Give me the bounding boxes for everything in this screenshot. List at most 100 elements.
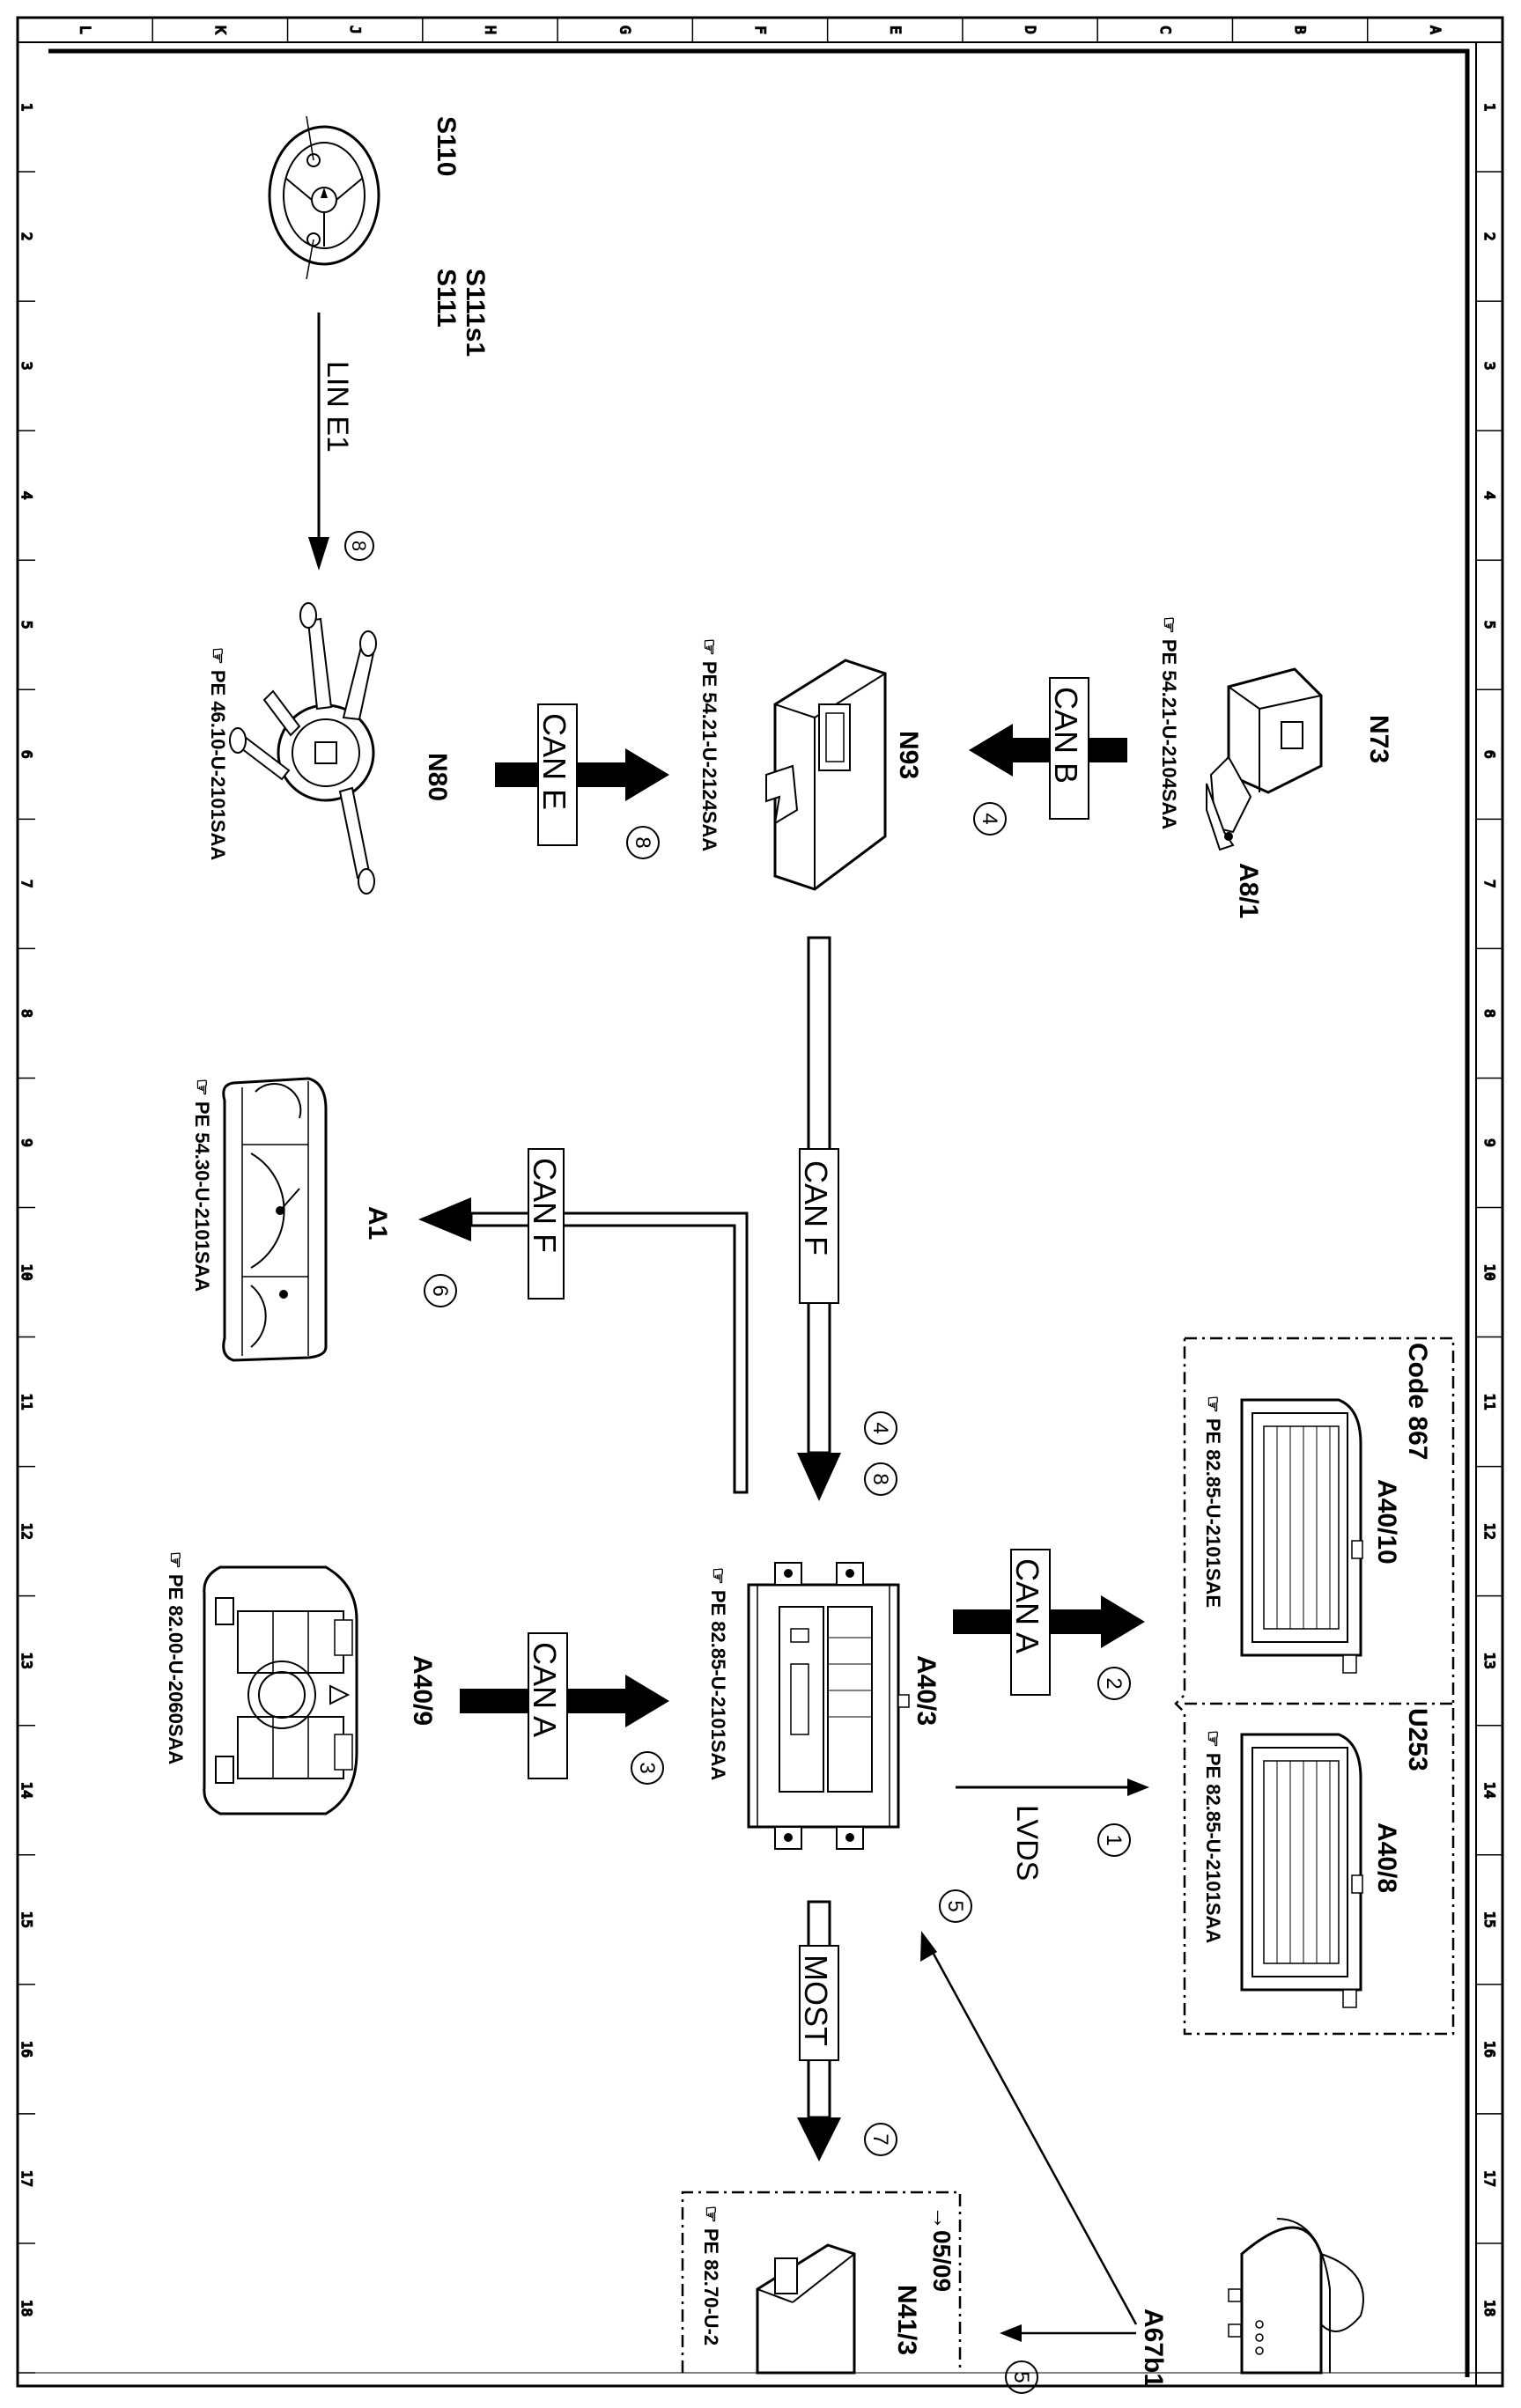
row-label: 6 [18, 750, 35, 759]
row-label: 6 [1481, 750, 1498, 759]
n93-reference: ☞ PE 54.21-U-2124SAA [698, 638, 720, 851]
row-label: 15 [1481, 1911, 1498, 1928]
marker-8 [344, 531, 374, 561]
row-label: 1 [1481, 103, 1498, 112]
row-label: 7 [1481, 880, 1498, 888]
can-a-a40-9-connection: CAN A 3 [460, 1632, 669, 1785]
svg-text:8: 8 [631, 836, 654, 848]
row-label: 14 [18, 1782, 35, 1799]
label-n80: N80 [423, 753, 452, 801]
can-f-main-connection: CAN F 4 8 [797, 936, 897, 1501]
row-label: 4 [18, 491, 35, 500]
label-a8-1: A8/1 [1234, 863, 1263, 918]
row-label: 3 [1481, 362, 1498, 371]
can-e-connection: CAN E 8 [495, 703, 669, 859]
a67b1-component [1228, 2218, 1364, 2375]
row-label: 7 [18, 880, 35, 888]
n80-reference: ☞ PE 46.10-U-2101SAA [207, 647, 229, 860]
a40-9-reference: ☞ PE 82.00-U-2060SAA [165, 1551, 187, 1764]
row-label: 11 [1481, 1393, 1498, 1410]
n73-component [1206, 667, 1323, 851]
svg-text:1: 1 [1102, 1834, 1126, 1845]
row-label: 12 [18, 1523, 35, 1540]
row-label: 17 [18, 2170, 35, 2187]
row-label: 8 [1481, 1009, 1498, 1018]
a40-10-display [1240, 1398, 1363, 1674]
svg-text:8: 8 [348, 541, 370, 551]
svg-text:5: 5 [943, 1900, 967, 1911]
column-label: G [617, 26, 634, 34]
marker-8 [864, 1462, 897, 1496]
column-label: K [212, 26, 229, 34]
a40-3-reference: ☞ PE 82.85-U-2101SAA [707, 1567, 729, 1780]
row-label: 9 [18, 1138, 35, 1147]
a1-reference: ☞ PE 54.30-U-2101SAA [191, 1079, 213, 1292]
n73-reference: ☞ PE 54.21-U-2104SAA [1158, 616, 1180, 829]
label-can-b: CAN B [1048, 687, 1084, 784]
a40-8-reference: ☞ PE 82.85-U-2101SAA [1202, 1730, 1224, 1943]
n41-3-reference: ☞ PE 82.70-U-2 [700, 2205, 722, 2345]
label-a67b1: A67b1 [1139, 2309, 1168, 2388]
label-most: MOST [798, 1955, 834, 2046]
steering-wheel-component [268, 115, 380, 280]
column-label: J [347, 26, 364, 34]
row-label: 16 [1481, 2041, 1498, 2058]
lin-e1-connection: LIN E1 8 [308, 313, 374, 571]
most-connection: MOST 7 [797, 1900, 897, 2161]
label-n93: N93 [894, 731, 923, 779]
row-label: 16 [18, 2041, 35, 2058]
label-n73: N73 [1364, 715, 1393, 763]
link-05-09[interactable]: →05/09 [928, 2205, 956, 2292]
row-label: 11 [18, 1393, 35, 1410]
label-a40-9: A40/9 [408, 1655, 437, 1726]
a40-10-reference: ☞ PE 82.85-U-2101SAE [1202, 1395, 1224, 1608]
a40-3-component [747, 1562, 910, 1850]
column-label: D [1023, 26, 1039, 34]
column-label: A [1427, 26, 1443, 34]
row-label: 2 [18, 232, 35, 241]
marker-1 [1097, 1823, 1131, 1857]
ruler-frame [16, 16, 1504, 2388]
label-can-a-a40-10: CAN A [1009, 1558, 1045, 1653]
column-label: C [1157, 26, 1174, 34]
row-label: 1 [18, 103, 35, 112]
column-label: E [887, 26, 904, 34]
row-label: 9 [1481, 1138, 1498, 1147]
column-label: B [1292, 26, 1309, 34]
row-label: 18 [18, 2300, 35, 2316]
marker-3 [631, 1751, 664, 1785]
svg-text:6: 6 [428, 1285, 452, 1296]
label-can-e: CAN E [536, 713, 572, 810]
label-s111s1: S111s1 [461, 269, 490, 357]
row-label: 13 [1481, 1653, 1498, 1669]
label-lin-e1: LIN E1 [321, 361, 354, 453]
svg-text:3: 3 [635, 1762, 659, 1773]
label-s110: S110 [432, 116, 461, 176]
svg-text:8: 8 [868, 1473, 892, 1484]
lvds-connection: LVDS 1 [956, 1778, 1149, 1881]
marker-6 [424, 1274, 457, 1307]
column-label: H [482, 26, 498, 34]
column-label: L [78, 26, 94, 34]
marker-7 [864, 2123, 897, 2156]
row-label: 15 [18, 1911, 35, 1928]
n41-3-component [756, 2243, 856, 2375]
label-s111: S111 [432, 269, 461, 328]
label-code-867: Code 867 [1403, 1343, 1432, 1460]
marker-2 [1097, 1667, 1131, 1700]
label-a40-8: A40/8 [1372, 1823, 1401, 1893]
row-label: 10 [1481, 1263, 1498, 1280]
can-b-connection: CAN B 4 [969, 677, 1127, 836]
row-label: 17 [1481, 2170, 1498, 2187]
n80-component [229, 602, 377, 895]
label-can-f-a1: CAN F [527, 1158, 563, 1253]
row-label: 14 [1481, 1782, 1498, 1799]
row-label: 13 [18, 1653, 35, 1669]
row-label: 2 [1481, 232, 1498, 241]
row-label: 5 [1481, 621, 1498, 630]
row-label: 12 [1481, 1523, 1498, 1540]
n41-3-frame [681, 2191, 962, 2373]
label-a40-10: A40/10 [1372, 1479, 1401, 1565]
marker-5 [1005, 2360, 1038, 2394]
